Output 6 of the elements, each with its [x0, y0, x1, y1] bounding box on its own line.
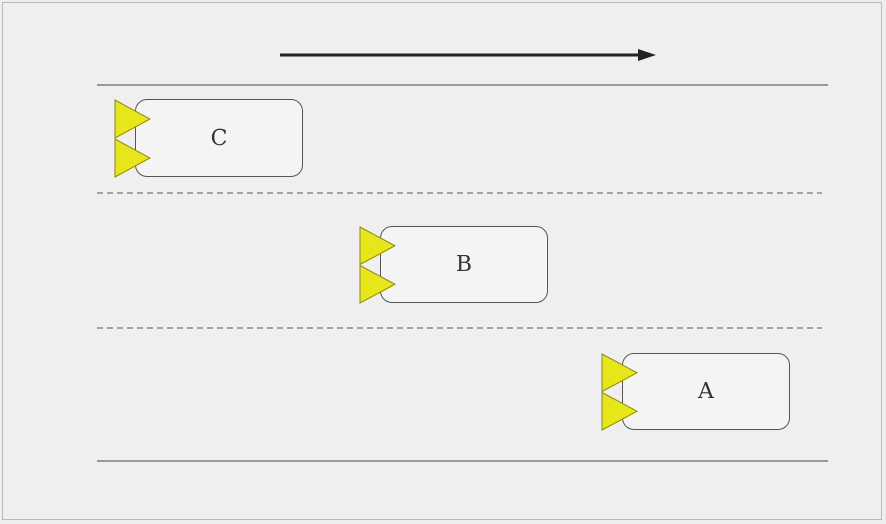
- process-box: [380, 226, 548, 303]
- process-box: [622, 353, 790, 430]
- node-label: A: [698, 379, 714, 404]
- node-label: B: [456, 252, 472, 277]
- process-box: [135, 99, 303, 177]
- node-label: C: [210, 126, 228, 150]
